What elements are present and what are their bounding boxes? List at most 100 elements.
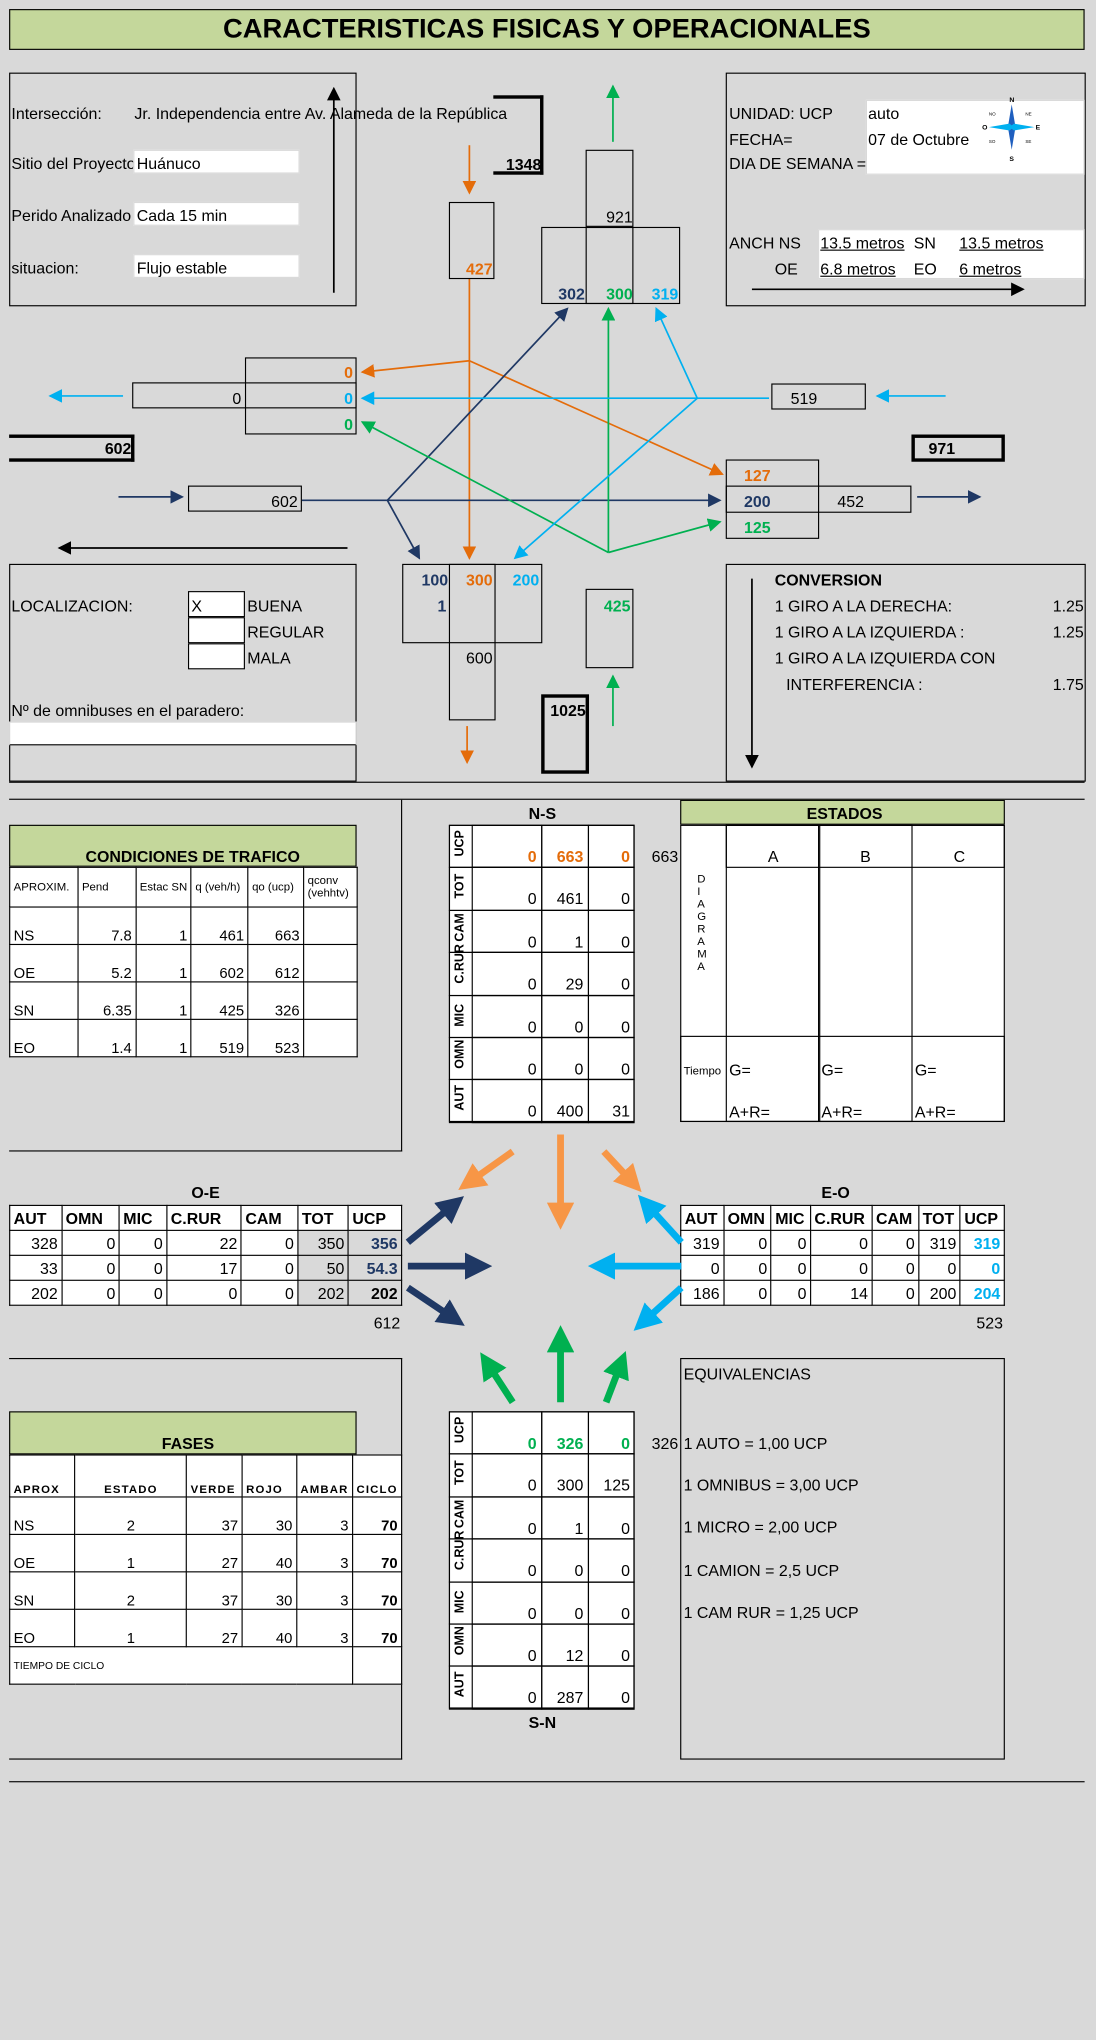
ns-cell: 0: [621, 1017, 631, 1036]
cond-cell: 1: [135, 943, 192, 983]
oe-value[interactable]: 6.8 metros: [820, 259, 896, 278]
conversion-v2: 1.25: [1052, 622, 1084, 641]
sn-label: SN: [913, 233, 936, 252]
fecha-value[interactable]: 07 de Octubre: [868, 130, 970, 149]
cond-cell[interactable]: [303, 906, 358, 946]
checkbox-mala[interactable]: [187, 643, 245, 670]
cond-cell: OE: [9, 943, 79, 983]
eo-h: MIC: [770, 1204, 812, 1231]
sn-cell: 0: [527, 1434, 537, 1453]
sitio-field[interactable]: [133, 149, 300, 174]
oe-h: TOT: [297, 1204, 349, 1231]
situacion-field[interactable]: [133, 254, 300, 278]
cond-cell[interactable]: [303, 943, 358, 983]
sn-cell: 1: [574, 1518, 584, 1538]
checkbox-buena-mark: X: [191, 596, 203, 615]
interseccion-value[interactable]: Jr. Independencia entre Av. Alameda de l…: [134, 104, 508, 123]
sn-cell: 12: [565, 1646, 584, 1665]
equivalencia-item: 1 OMNIBUS = 3,00 UCP: [683, 1475, 859, 1495]
sn-value[interactable]: 13.5 metros: [959, 233, 1044, 252]
ns-cell: 0: [527, 1102, 537, 1121]
dia-label: DIA DE SEMANA =: [729, 154, 867, 173]
estados-col-c-label: C: [953, 847, 966, 866]
omnibus-field[interactable]: [9, 721, 357, 746]
east-out-navy: 200: [743, 492, 771, 511]
ns-row-label: C.RUR: [453, 944, 468, 984]
eo-cell: 186: [680, 1279, 725, 1306]
cond-cell[interactable]: [303, 981, 358, 1020]
fases-cell: SN: [9, 1571, 76, 1610]
north-total-box: [493, 95, 544, 175]
cond-cell: SN: [9, 981, 79, 1020]
cond-cell[interactable]: [303, 1018, 358, 1058]
north-total: 1348: [505, 155, 542, 174]
cond-cell: 6.35: [77, 981, 137, 1020]
fases-cell: 70: [351, 1608, 403, 1648]
compass-o: O: [982, 124, 988, 131]
ns-cell: 663: [556, 847, 584, 866]
ns-cell: 0: [621, 889, 631, 909]
east-out: 452: [837, 492, 864, 511]
west-total: 602: [104, 439, 132, 458]
fases-cell: 1: [74, 1533, 188, 1573]
eo-h: AUT: [680, 1204, 725, 1231]
eo-cell: 0: [723, 1254, 772, 1281]
estados-tiempo-line: [680, 1035, 1005, 1123]
cond-h4: qo (ucp): [247, 866, 305, 908]
cond-cell: 1: [135, 1018, 192, 1058]
fases-cell: 37: [186, 1571, 243, 1610]
fases-cell: 37: [186, 1496, 243, 1535]
conversion-r3: 1 GIRO A LA IZQUIERDA CON: [774, 648, 996, 668]
fases-cell: 70: [351, 1496, 403, 1535]
eo-cell: 0: [959, 1254, 1005, 1281]
ns-row-label: AUT: [453, 1085, 468, 1112]
periodo-field[interactable]: [133, 201, 300, 226]
widths-field-bg: [818, 229, 1085, 280]
sn-cell: 125: [603, 1476, 631, 1495]
compass-se: SE: [1025, 139, 1031, 144]
conversion-v3: 1.75: [1052, 675, 1084, 694]
sn-side-total: 326: [651, 1434, 679, 1453]
unidad-value[interactable]: auto: [868, 104, 900, 123]
checkbox-buena[interactable]: [187, 591, 245, 618]
checkbox-regular[interactable]: [187, 617, 245, 644]
situacion-label: situacion:: [11, 258, 79, 277]
equivalencia-item: 1 CAMION = 2,5 UCP: [683, 1561, 840, 1580]
ns-cell: 0: [527, 1059, 537, 1078]
north-left: 319: [651, 284, 679, 303]
ns-row-label: OMN: [453, 1039, 468, 1069]
conversion-r3b: INTERFERENCIA :: [786, 675, 923, 694]
fases-h: AMBAR: [295, 1454, 354, 1498]
fases-cell: 70: [351, 1533, 403, 1573]
eo-h: TOT: [918, 1204, 961, 1231]
mala-label: MALA: [247, 648, 291, 668]
fases-cell: 40: [241, 1608, 297, 1648]
fecha-label: FECHA=: [729, 130, 793, 149]
sn-cell-frame: [587, 1665, 635, 1710]
estados-ar-b: A+R=: [821, 1102, 863, 1121]
anch-ns-value[interactable]: 13.5 metros: [820, 233, 905, 252]
flow-diagram: [48, 84, 1025, 769]
sn-cell: 300: [556, 1476, 584, 1495]
estados-g-a: G=: [729, 1060, 751, 1079]
oe-cell: 22: [166, 1229, 242, 1256]
estados-ar-c: A+R=: [914, 1102, 956, 1121]
localizacion-label: LOCALIZACION:: [11, 596, 133, 615]
estados-table: [680, 824, 1005, 1123]
sn-cell: 0: [574, 1561, 584, 1580]
oe-cell: 0: [240, 1254, 299, 1281]
conversion-r1: 1 GIRO A LA DERECHA:: [774, 596, 953, 615]
oe-cell: 202: [297, 1279, 349, 1306]
oe-cell: 202: [9, 1279, 63, 1306]
estados-tiempo-label: Tiempo: [683, 1065, 722, 1078]
estados-col-a-label: A: [767, 847, 779, 866]
unit-field-bg: [865, 99, 1085, 175]
cond-h0: APROXIM.: [9, 866, 79, 908]
cond-cell: 523: [247, 1018, 305, 1058]
eo-value[interactable]: 6 metros: [959, 259, 1022, 278]
cond-cell: 7.8: [77, 906, 137, 946]
